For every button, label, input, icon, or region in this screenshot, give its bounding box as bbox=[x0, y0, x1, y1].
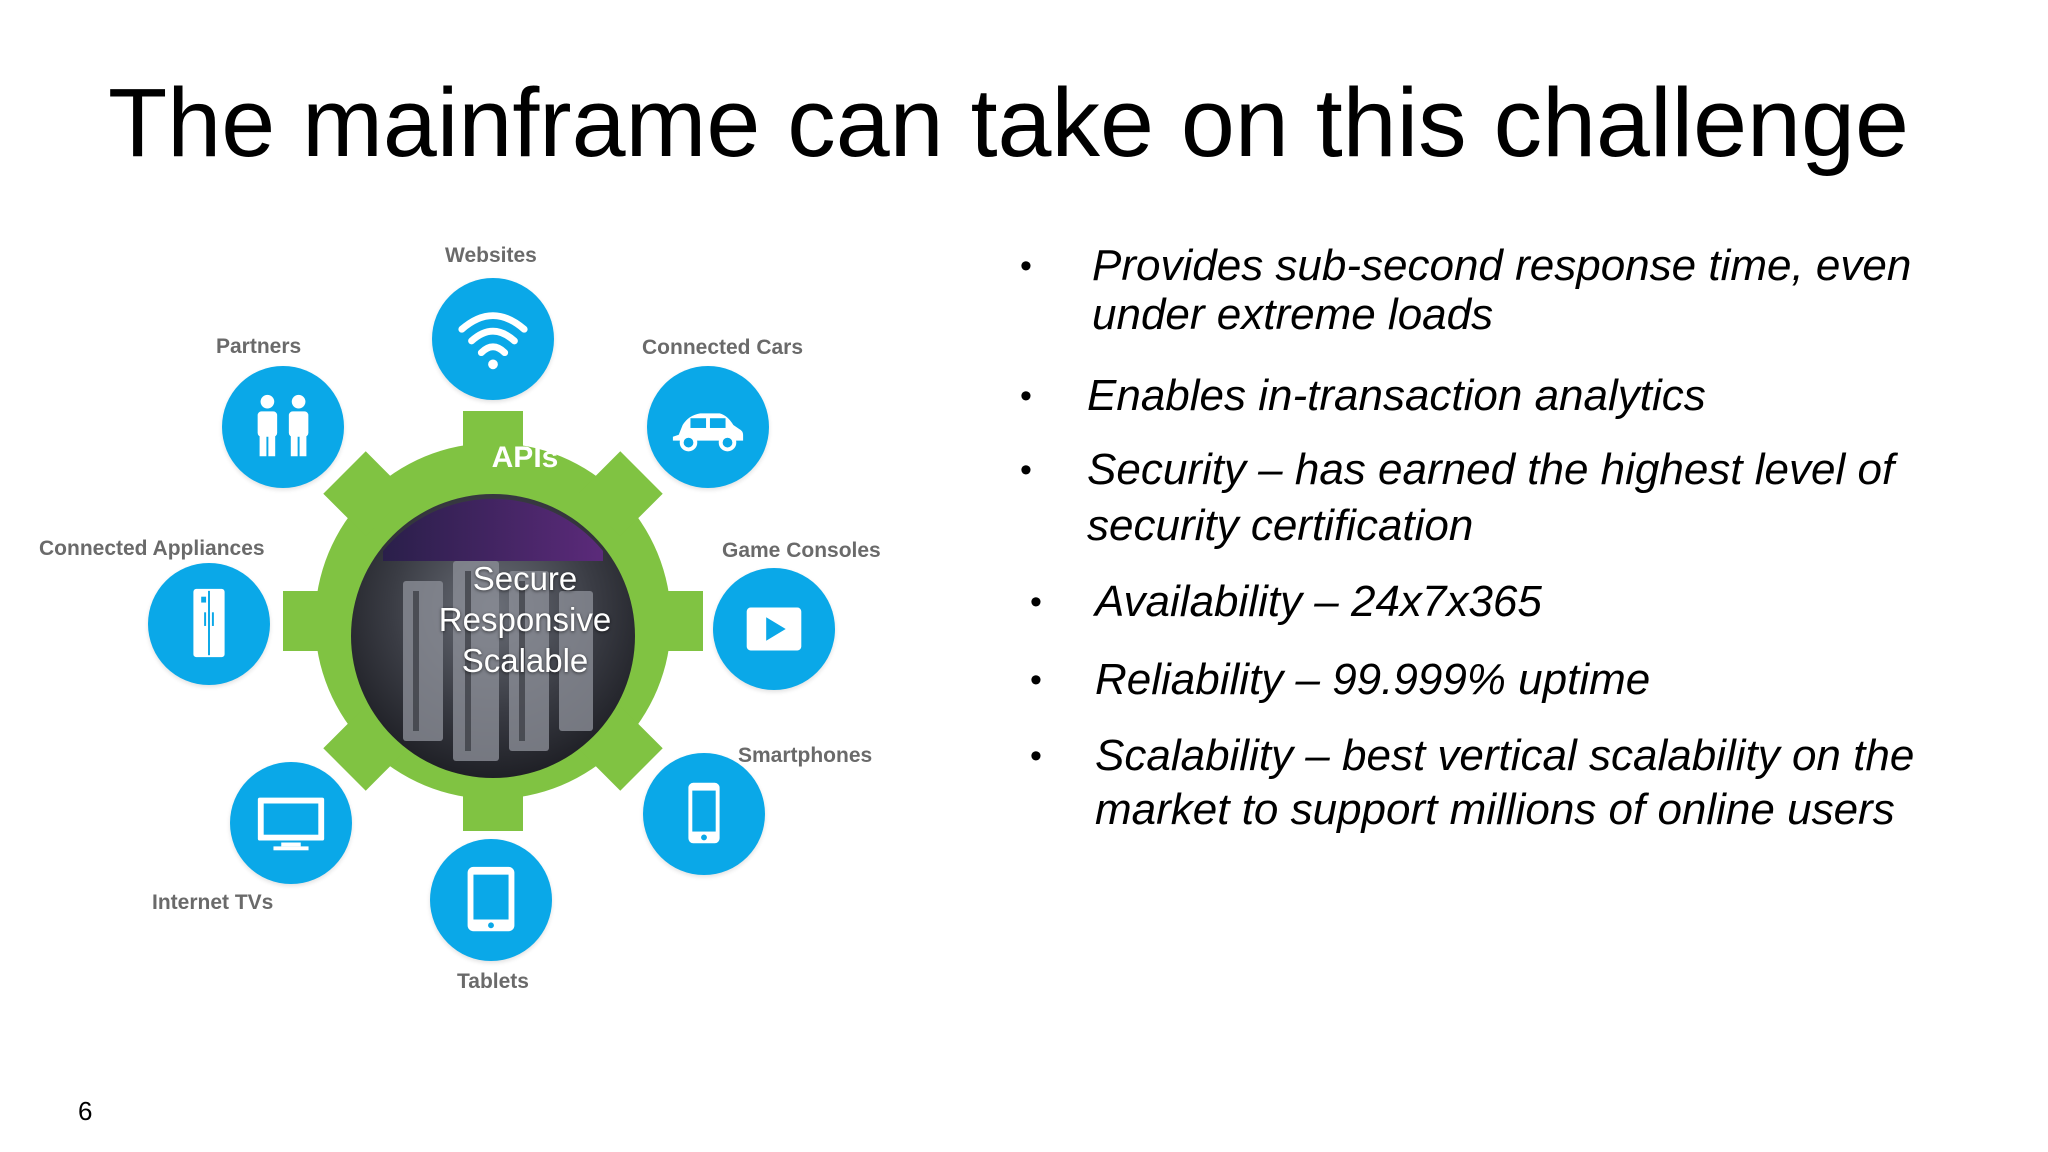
bullet-text: under extreme loads bbox=[1092, 290, 1494, 339]
node-game-consoles bbox=[713, 568, 835, 690]
bullet-text: Enables in-transaction analytics bbox=[1087, 371, 1706, 420]
bullet-text: market to support millions of online use… bbox=[1095, 785, 1895, 834]
node-label-connected-appliances: Connected Appliances bbox=[39, 537, 265, 560]
slide-title: The mainframe can take on this challenge bbox=[108, 68, 1909, 177]
node-label-smartphones: Smartphones bbox=[738, 744, 873, 767]
bullet-marker: • bbox=[1030, 661, 1042, 699]
node-internet-tvs bbox=[230, 762, 352, 884]
bullet-text: Availability – 24x7x365 bbox=[1095, 577, 1542, 626]
page-number: 6 bbox=[78, 1096, 93, 1126]
tv-icon bbox=[257, 797, 325, 851]
node-label-websites: Websites bbox=[445, 244, 537, 267]
node-websites bbox=[432, 278, 554, 400]
bullet-text: Scalability – best vertical scalability … bbox=[1095, 731, 1915, 780]
car-icon bbox=[672, 413, 744, 452]
api-ecosystem-diagram: APIs Secure Responsive Scalable Websites… bbox=[30, 236, 950, 1016]
node-label-game-consoles: Game Consoles bbox=[722, 539, 881, 562]
people-icon bbox=[257, 394, 309, 457]
tablet-icon bbox=[467, 866, 515, 932]
core-line: Scalable bbox=[461, 642, 589, 679]
node-label-partners: Partners bbox=[216, 335, 302, 358]
bullet-marker: • bbox=[1020, 377, 1032, 415]
refrigerator-icon bbox=[193, 588, 225, 658]
apis-label: APIs bbox=[491, 441, 559, 474]
wifi-icon bbox=[458, 312, 528, 370]
node-smartphones bbox=[643, 753, 765, 875]
bullet-text: security certification bbox=[1087, 501, 1474, 550]
play-icon bbox=[746, 607, 802, 651]
node-connected-appliances bbox=[148, 563, 270, 685]
bullet-text: Provides sub-second response time, even bbox=[1092, 241, 1912, 290]
gear-shape bbox=[283, 411, 703, 831]
bullet-marker: • bbox=[1020, 247, 1032, 285]
core-text: Secure Responsive Scalable bbox=[400, 558, 650, 681]
bullet-marker: • bbox=[1020, 451, 1032, 489]
bullet-marker: • bbox=[1030, 583, 1042, 621]
node-partners bbox=[222, 366, 344, 488]
core-line: Secure bbox=[472, 560, 578, 597]
node-connected-cars bbox=[647, 366, 769, 488]
bullet-text: Security – has earned the highest level … bbox=[1087, 445, 1895, 494]
node-label-tablets: Tablets bbox=[457, 970, 529, 993]
bullet-marker: • bbox=[1030, 737, 1042, 775]
core-line: Responsive bbox=[438, 601, 612, 638]
node-tablets bbox=[430, 839, 552, 961]
smartphone-icon bbox=[688, 782, 720, 844]
bullet-text: Reliability – 99.999% uptime bbox=[1095, 655, 1651, 704]
node-label-connected-cars: Connected Cars bbox=[642, 336, 804, 359]
node-label-internet-tvs: Internet TVs bbox=[152, 891, 274, 914]
